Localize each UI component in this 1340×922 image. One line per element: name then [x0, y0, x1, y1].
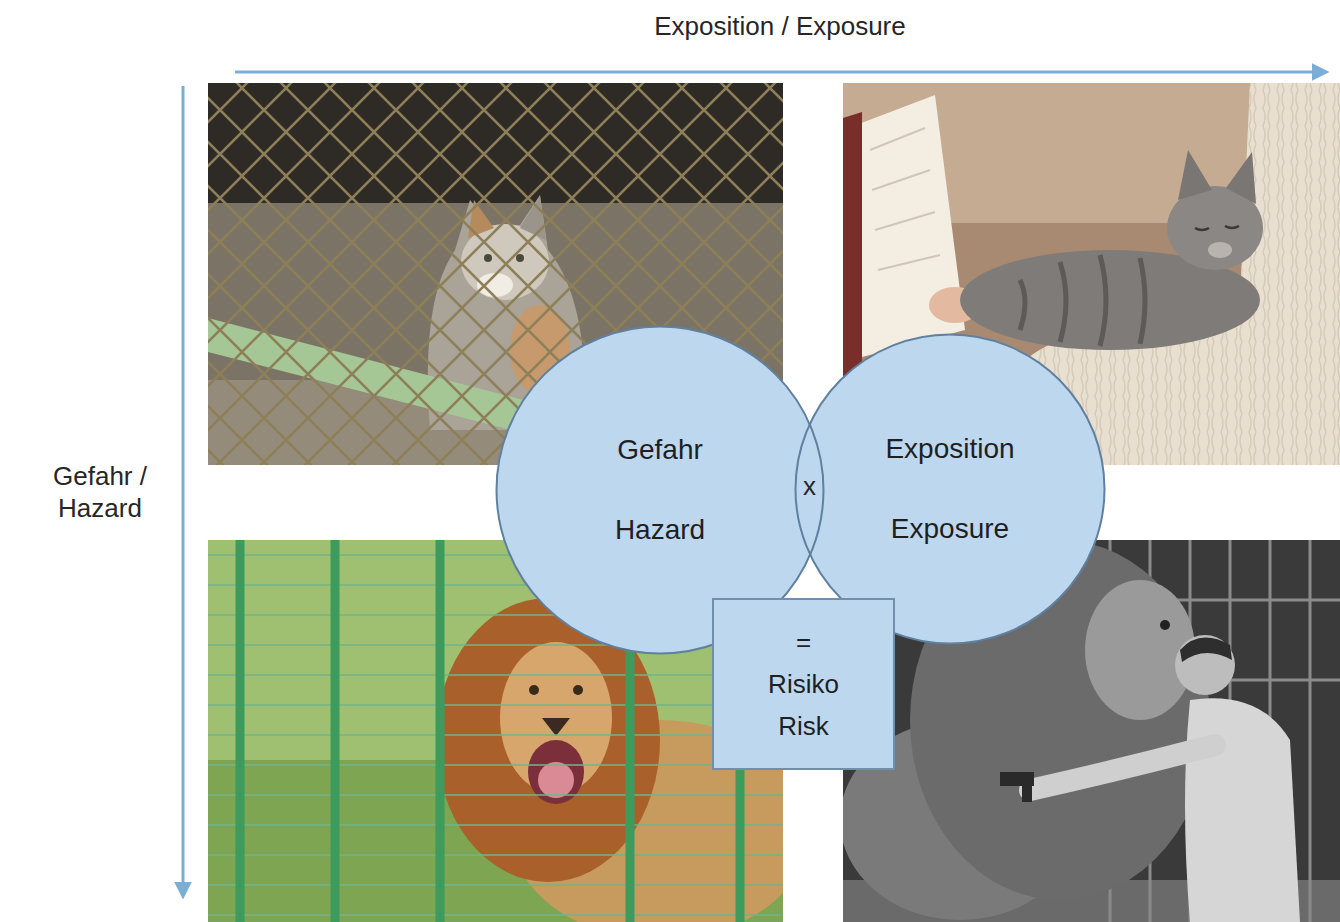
axis-label: Gefahr / Hazard	[41, 460, 159, 524]
circle-outline	[796, 335, 1105, 644]
lap-cat-photo-part	[1208, 242, 1232, 258]
lion-tamer-photo-part	[1160, 620, 1170, 630]
node-text-group: Exposition Exposure	[885, 409, 1014, 569]
node-text-group: Gefahr Hazard	[615, 410, 705, 570]
node-text: Gefahr Hazard	[615, 410, 705, 570]
caged-lion-photo-part-part	[236, 540, 245, 922]
risk-box: = Risiko Risk	[712, 598, 895, 770]
node-text: Exposition Exposure	[885, 409, 1014, 569]
lap-cat-photo-part	[1178, 150, 1212, 200]
lion-tamer-photo-part	[1022, 784, 1032, 802]
caged-lion-photo-part-part	[436, 540, 445, 922]
lap-cat-photo-part	[843, 112, 862, 376]
node-text: = Risiko Risk	[768, 621, 839, 747]
lion-tamer-photo-part	[1175, 635, 1235, 695]
axis-arrows-part	[182, 86, 185, 896]
lap-cat-photo-part	[1195, 226, 1239, 230]
axis-label: Exposition / Exposure	[654, 11, 905, 42]
lion-tamer-photo-part	[1085, 580, 1195, 720]
lion-tamer-photo-part	[1180, 638, 1232, 662]
lion-tamer-photo-part-part	[1309, 540, 1312, 922]
lap-cat-photo-part	[1226, 152, 1256, 204]
axis-arrows-part	[235, 71, 1326, 74]
operator-symbol: x	[803, 471, 816, 502]
lion-tamer-photo-part	[1000, 772, 1034, 786]
lap-cat-photo-part	[1020, 255, 1145, 346]
lion-tamer-photo-part	[1030, 745, 1215, 790]
caged-lion-photo-part-part	[331, 540, 340, 922]
node-text-group: = Risiko Risk	[768, 621, 839, 747]
lion-tamer-photo-part	[1185, 698, 1300, 922]
box-outline	[713, 599, 894, 769]
lap-cat-photo-part	[870, 128, 940, 270]
